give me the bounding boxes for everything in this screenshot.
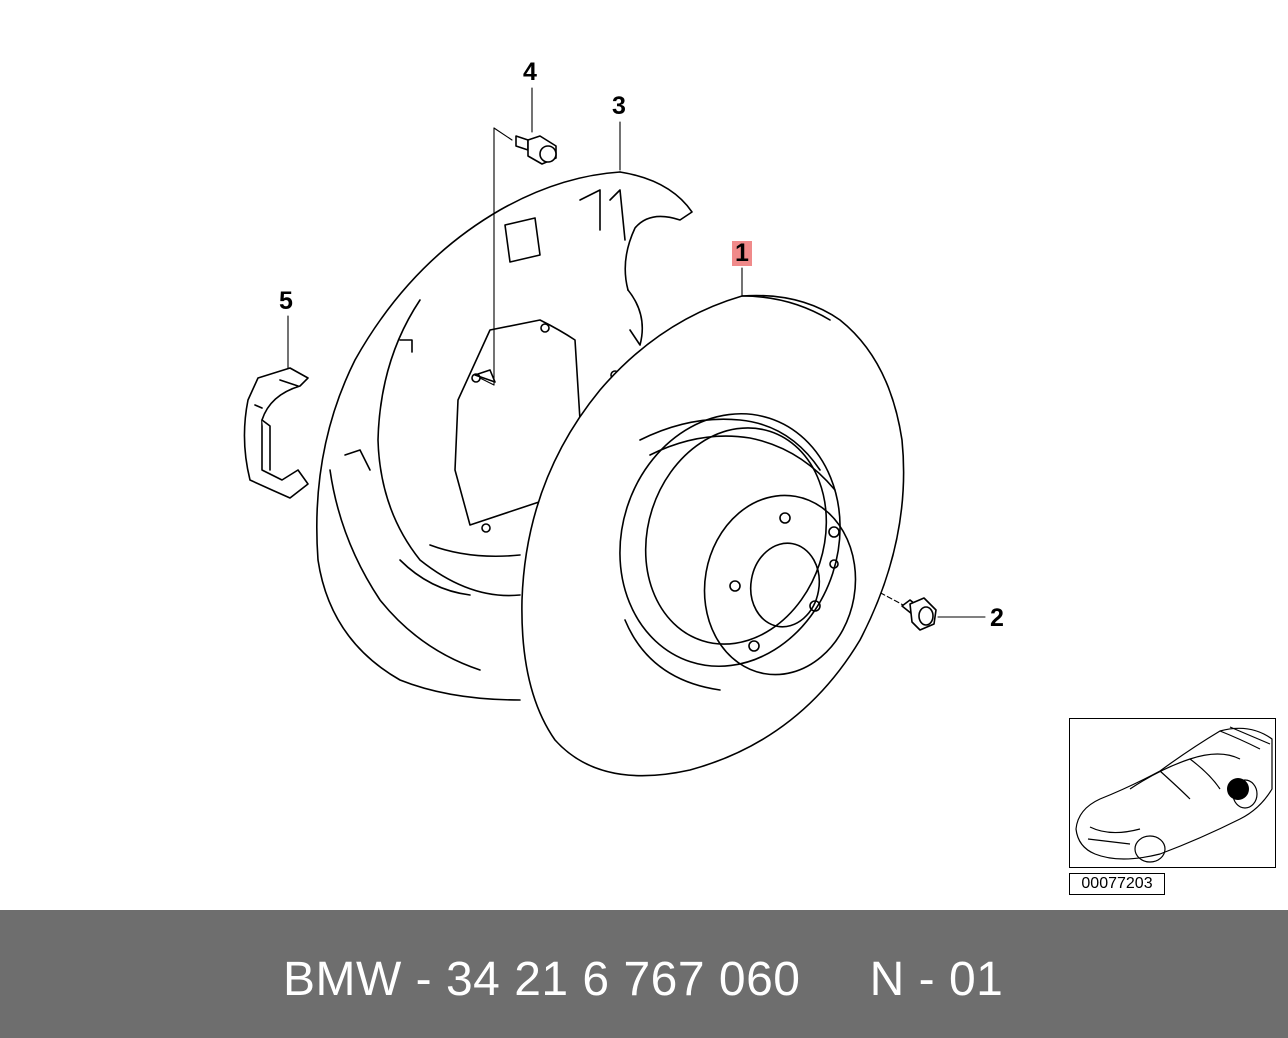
footer-bar — [0, 910, 1288, 1038]
part-number-caption: BMW - 34 21 6 767 060 N - 01 — [283, 953, 1004, 1006]
shield-bolt — [515, 135, 557, 165]
vehicle-location-inset — [1069, 718, 1276, 868]
exploded-parts-diagram — [243, 87, 986, 777]
shoe-retaining-clip — [243, 367, 309, 499]
callout-2: 2 — [990, 604, 1004, 632]
disc-locating-screw — [901, 597, 937, 631]
callout-3: 3 — [612, 92, 626, 120]
callout-5: 5 — [279, 287, 293, 315]
illustration-number: 00077203 — [1069, 873, 1165, 895]
callout-1-highlighted: 1 — [732, 241, 752, 266]
car-silhouette-icon — [1075, 726, 1273, 863]
callout-4: 4 — [523, 58, 537, 86]
brake-disc — [521, 294, 905, 777]
